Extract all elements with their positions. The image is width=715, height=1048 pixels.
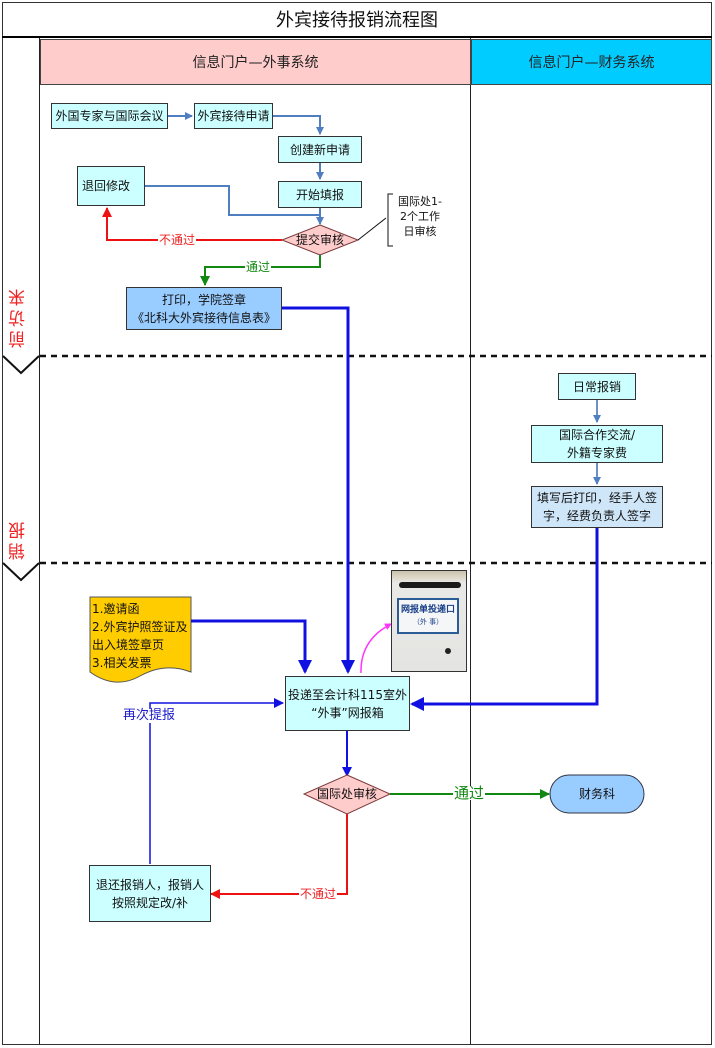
node-return-reimburser-line2: 按照规定改/补 (111, 895, 189, 910)
edge-label-fail-1: 不通过 (158, 233, 197, 247)
decision-intl-review-label: 国际处审核 (316, 787, 377, 801)
review-time-note-line3: 日审核 (403, 225, 437, 238)
node-intl-exchange-fee-line1: 国际合作交流/ (558, 428, 636, 442)
review-time-note: 国际处1- 2个工作 日审核 (390, 194, 450, 239)
node-print-stamp-line2: 《北科大外宾接待信息表》 (131, 310, 276, 325)
review-time-note-line2: 2个工作 (400, 210, 440, 223)
mailbox-plate-title: 网报单投递口 (400, 605, 455, 615)
node-finance-dept: 财务科 (578, 787, 615, 801)
decision-submit-review-label: 提交审核 (295, 233, 344, 247)
node-deliver-mailbox: 投递至会计科115室外 “外事”网报箱 (285, 676, 410, 731)
edge-label-fail-2: 不通过 (299, 887, 338, 901)
node-create-new: 创建新申请 (278, 136, 362, 163)
node-intl-exchange-fee-line2: 外籍专家费 (566, 446, 627, 460)
mailbox-lock (445, 648, 451, 654)
node-print-stamp: 打印，学院签章 《北科大外宾接待信息表》 (126, 287, 282, 330)
node-deliver-mailbox-line1: 投递至会计科115室外 (288, 687, 407, 702)
node-return-modify: 退回修改 (77, 166, 145, 206)
node-print-stamp-line1: 打印，学院签章 (161, 292, 246, 307)
node-deliver-mailbox-line2: “外事”网报箱 (311, 705, 384, 720)
phase-column-divider (39, 38, 40, 1045)
edge-label-resubmit: 再次提报 (122, 708, 177, 723)
node-return-reimburser-line1: 退还报销人，报销人 (95, 877, 204, 892)
docs-line2: 2.外宾护照签证及 (92, 620, 188, 634)
mailbox-slot (399, 582, 461, 588)
mailbox-plate-sub: （外 事） (412, 618, 444, 626)
mailbox-photo: 网报单投递口 （外 事） (391, 570, 467, 672)
lane-divider (470, 38, 471, 1045)
docs-line1: 1.邀请函 (92, 602, 140, 616)
phase-label-before-visit: 前访来 (8, 285, 34, 348)
phase-label-before-visit-text: 前访来 (9, 285, 29, 348)
node-fill-print-sign-line1: 填写后打印，经手人签 (536, 491, 657, 505)
mailbox-plate: 网报单投递口 （外 事） (397, 598, 459, 634)
node-reception-apply: 外宾接待申请 (194, 103, 273, 129)
review-time-note-line1: 国际处1- (398, 195, 442, 208)
node-required-documents: 1.邀请函 2.外宾护照签证及 出入境签章页 3.相关发票 (89, 597, 193, 670)
node-intl-exchange-fee: 国际合作交流/ 外籍专家费 (531, 425, 663, 463)
lane-header-foreign-affairs: 信息门户—外事系统 (40, 39, 471, 85)
node-return-reimburser: 退还报销人，报销人 按照规定改/补 (89, 865, 211, 922)
docs-line4: 3.相关发票 (92, 656, 152, 670)
node-fill-print-sign: 填写后打印，经手人签 字，经费负责人签字 (531, 486, 663, 528)
node-foreign-expert: 外国专家与国际会议 (51, 103, 168, 129)
node-fill-print-sign-line2: 字，经费负责人签字 (542, 509, 651, 523)
phase-label-reimburse: 销报 (8, 518, 34, 560)
phase-label-reimburse-text: 销报 (9, 518, 29, 560)
docs-line3: 出入境签章页 (92, 638, 165, 652)
diagram-title: 外宾接待报销流程图 (2, 2, 712, 38)
edge-label-pass-2: 通过 (453, 784, 486, 802)
edge-label-pass-1: 通过 (245, 260, 272, 274)
node-daily-reimburse: 日常报销 (558, 373, 636, 400)
lane-header-finance: 信息门户—财务系统 (471, 39, 712, 85)
node-start-fill: 开始填报 (278, 181, 362, 208)
